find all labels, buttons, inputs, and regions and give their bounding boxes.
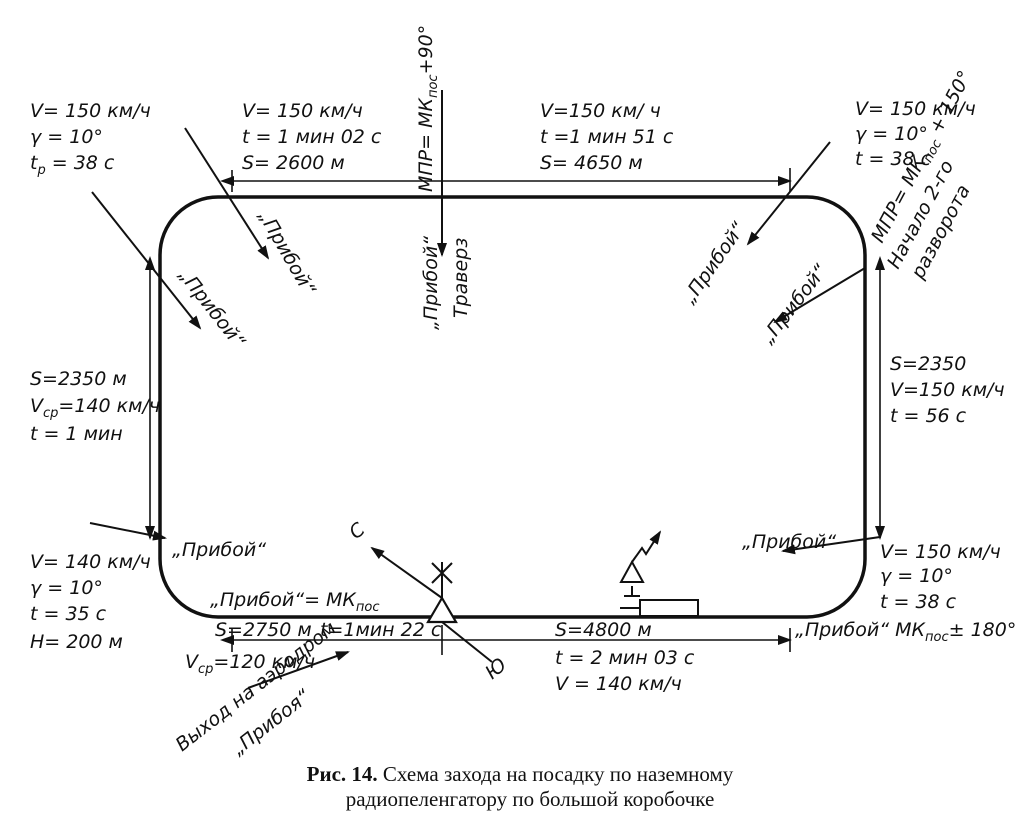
- top-left-speed: V= 150 км/ч: [242, 100, 363, 122]
- corner-tl-bank: γ = 10°: [30, 126, 103, 148]
- corner-bl-height: H= 200 м: [30, 631, 123, 653]
- traverse-label: Траверз: [450, 238, 472, 318]
- bottom-left-distance: S=2750 м: [215, 619, 312, 641]
- left-leg-speed: Vср=140 км/ч: [30, 395, 160, 421]
- left-leg-distance: S=2350 м: [30, 368, 127, 390]
- priboi-mk-label: „Прибой“= МКпос: [210, 589, 380, 615]
- runway-area: [619, 530, 699, 617]
- corner-br-time: t = 38 с: [880, 591, 957, 613]
- corner-bl-bank: γ = 10°: [30, 577, 103, 599]
- top-left-time: t = 1 мин 02 с: [242, 126, 382, 148]
- top-right-speed: V=150 км/ ч: [540, 100, 661, 122]
- bearing-arrows: [89, 90, 881, 689]
- priboi-label-4: „Прибой“: [757, 260, 832, 348]
- right-leg-speed: V=150 км/ч: [890, 379, 1005, 401]
- mpr-top-label: МПР= МКпос+90°: [415, 25, 441, 192]
- direction-finder-station: [370, 546, 493, 663]
- corner-br-speed: V= 150 км/ч: [880, 541, 1001, 563]
- corner-tl-time: tр = 38 с: [30, 152, 115, 178]
- corner-tl-speed: V= 150 км/ч: [30, 100, 151, 122]
- compass-north: С: [345, 518, 370, 544]
- corner-br-bank: γ = 10°: [880, 565, 953, 587]
- priboi-label-3: „Прибой“: [678, 218, 750, 308]
- corner-tr-bank: γ = 10°: [855, 123, 928, 145]
- figure-caption-line2: радиопеленгатору по большой коробочке: [346, 787, 715, 811]
- priboi-label-traverse: „Прибой“: [420, 236, 442, 330]
- pattern-box: [158, 195, 867, 619]
- top-right-distance: S= 4650 м: [540, 152, 643, 174]
- corner-tr-speed: V= 150 км/ч: [855, 98, 976, 120]
- priboi-mk180-label: „Прибой“ МКпос± 180°: [795, 619, 1016, 645]
- landing-radar: [619, 559, 645, 583]
- runway: [639, 599, 699, 617]
- bottom-right-speed: V = 140 км/ч: [555, 673, 682, 695]
- dimension-lines: [145, 168, 885, 655]
- compass-south: Ю: [481, 654, 511, 684]
- priboi-label-6: „Прибой“: [742, 531, 836, 553]
- right-leg-distance: S=2350: [890, 353, 966, 375]
- bottom-left-speed: Vср=120 км/ч: [185, 651, 315, 677]
- bottom-left-time: t=1мин 22 с: [320, 619, 442, 641]
- priboi-label-5: „Прибой“: [172, 539, 266, 561]
- figure-caption-line1: Рис. 14. Схема захода на посадку по назе…: [307, 762, 734, 786]
- left-leg-time: t = 1 мин: [30, 423, 123, 445]
- top-right-time: t =1 мин 51 с: [540, 126, 674, 148]
- right-leg-time: t = 56 с: [890, 405, 967, 427]
- corner-tr-time: t = 38 с: [855, 148, 932, 170]
- bottom-right-distance: S=4800 м: [555, 619, 652, 641]
- top-left-distance: S= 2600 м: [242, 152, 345, 174]
- corner-bl-speed: V= 140 км/ч: [30, 551, 151, 573]
- bottom-right-time: t = 2 мин 03 с: [555, 647, 695, 669]
- corner-bl-time: t = 35 с: [30, 603, 107, 625]
